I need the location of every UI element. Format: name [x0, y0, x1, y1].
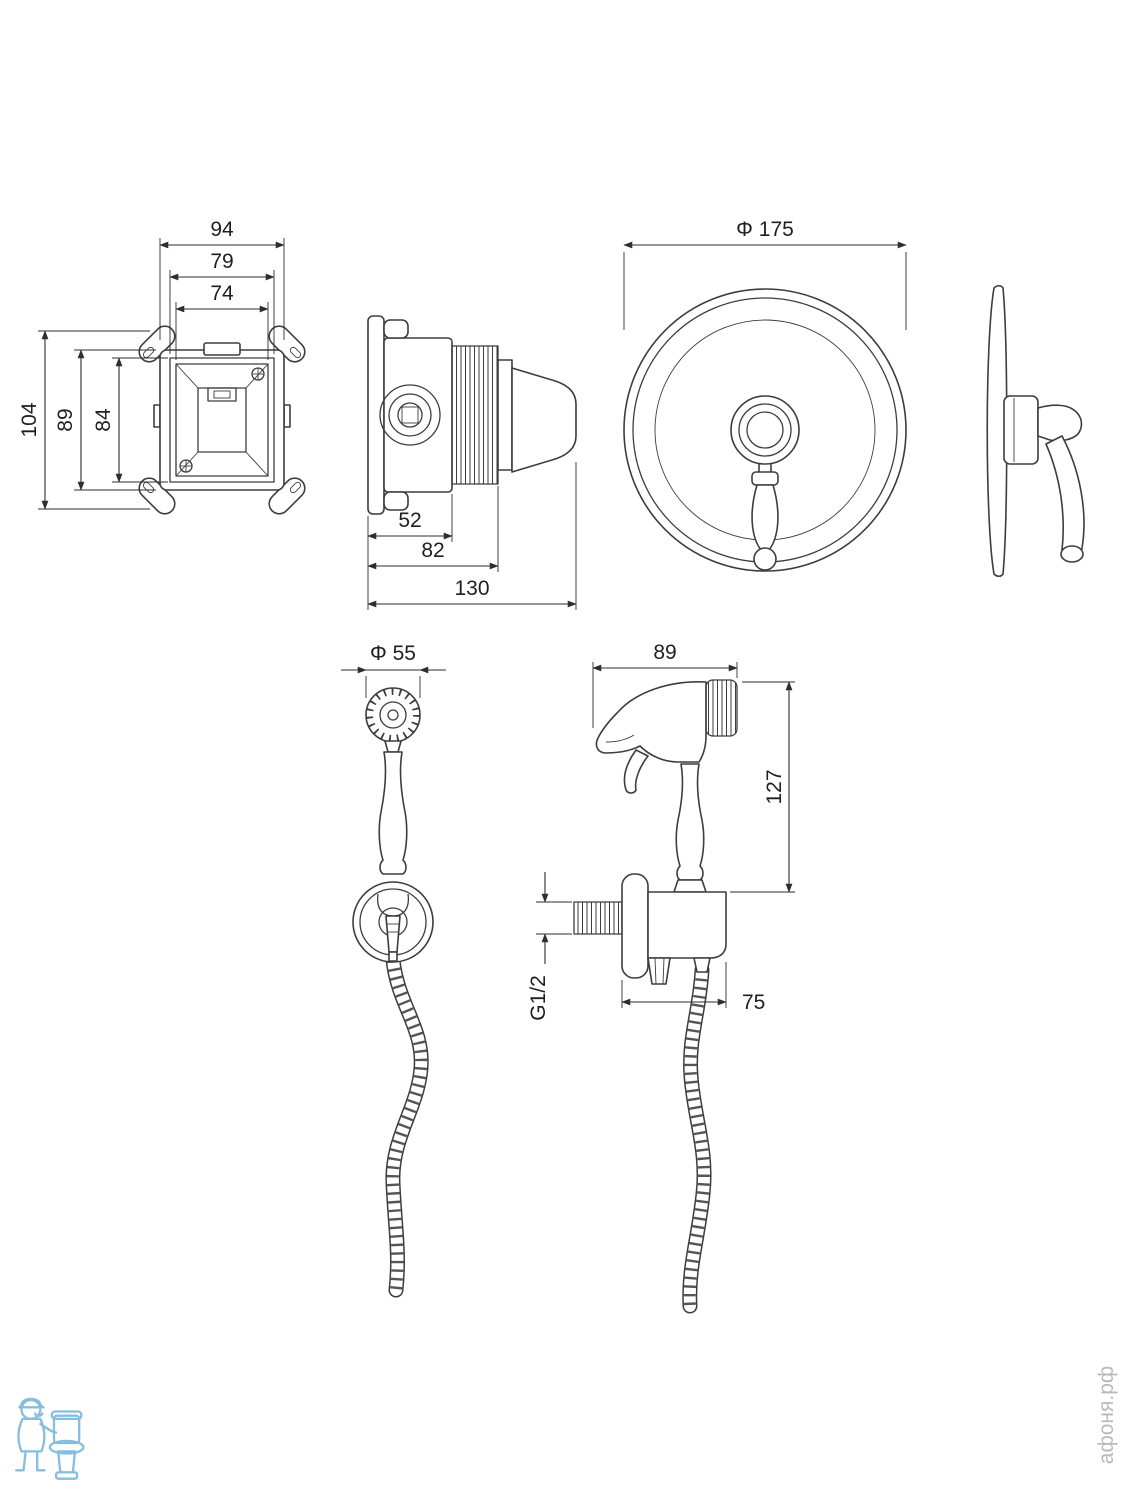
protection-cap: [511, 367, 577, 473]
hub-inner: [746, 411, 784, 449]
lever-knob-side: [1060, 545, 1084, 563]
dim-label-127: 127: [763, 769, 786, 804]
dim-label-79: 79: [210, 250, 233, 273]
top-clip: [203, 342, 241, 356]
dim-label-89-handset: 89: [653, 641, 676, 664]
dim-label-89-box: 89: [54, 408, 77, 431]
wall-flange: [621, 873, 649, 979]
dim-89-box: 89: [54, 349, 156, 491]
dim-79: 79: [169, 250, 275, 354]
handset-front-view: Φ 55: [341, 642, 446, 1298]
trim-plate-side-view: [986, 284, 1085, 578]
hub-outer: [730, 395, 800, 465]
knurled-cap: [705, 679, 738, 737]
lever-grip: [751, 484, 779, 551]
side-notch-left: [153, 404, 161, 428]
dim-label-175: Φ 175: [736, 218, 794, 241]
handset-handle-front: [378, 751, 408, 875]
lever-knob: [753, 547, 777, 571]
threaded-collar: [451, 345, 499, 485]
frame-inner: [175, 363, 269, 477]
hose-outlet: [693, 957, 711, 973]
collar-ring: [497, 359, 513, 471]
spray-head-inner: [379, 701, 407, 729]
hose-tail: [388, 951, 398, 962]
watermark-text: афоня.рф: [1095, 1366, 1118, 1464]
shower-hose-right: [682, 962, 712, 1314]
lever-arm-side: [1037, 404, 1083, 442]
trigger-lever: [623, 749, 649, 794]
box-side-view: 52 82 130: [367, 315, 577, 610]
dim-label-74: 74: [210, 282, 234, 305]
shower-hose-left: [385, 952, 429, 1298]
frame-outer: [169, 357, 275, 483]
supply-nipple: [573, 901, 623, 935]
dim-74: 74: [175, 282, 269, 360]
handset-handle-side: [675, 763, 705, 881]
dim-127: 127: [730, 681, 795, 893]
dim-g12: G1/2: [527, 872, 572, 1021]
dim-82: 82: [367, 486, 499, 572]
trim-plate-front-view: Φ 175: [623, 218, 907, 572]
plate-profile: [986, 284, 1008, 578]
spray-head-center: [387, 709, 399, 721]
lever-collar: [751, 471, 779, 486]
dim-75: 75: [621, 962, 765, 1014]
dim-84: 84: [92, 357, 168, 483]
hose-cone-nut: [385, 915, 401, 953]
dim-175: Φ 175: [623, 218, 907, 330]
hub-side: [1003, 395, 1039, 465]
side-notch-right: [283, 404, 291, 428]
dim-label-94: 94: [210, 218, 234, 241]
swivel-nut: [647, 957, 671, 985]
handle-cone: [673, 879, 707, 893]
dim-label-130: 130: [454, 577, 489, 600]
dim-label-75: 75: [742, 991, 765, 1014]
plumber-mascot-logo: [15, 1397, 85, 1480]
dim-label-52: 52: [398, 509, 421, 532]
dim-label-g12: G1/2: [527, 975, 550, 1021]
nozzle-detail: [605, 734, 635, 743]
screw-marks: [179, 367, 265, 473]
swivel-facet-1: [654, 957, 657, 985]
ear-bottom-side: [383, 491, 409, 511]
dim-94: 94: [159, 218, 285, 340]
dim-104: 104: [18, 330, 150, 510]
dim-label-84: 84: [92, 408, 115, 432]
spray-head-side: [595, 681, 707, 763]
spray-head-knurl: [366, 688, 420, 742]
side-port: [379, 384, 441, 446]
ear-top-side: [383, 319, 409, 339]
dim-label-82: 82: [421, 539, 444, 562]
bracket-body: [647, 891, 727, 959]
dim-89-handset: 89: [592, 641, 738, 728]
dim-label-104: 104: [18, 402, 41, 437]
handset-side-view: 89 127 G1/2 75: [527, 641, 795, 1314]
head-neck: [384, 740, 402, 753]
box-body: [159, 349, 285, 491]
bevel-lines: [175, 363, 269, 477]
clip-window-inner: [213, 390, 231, 399]
box-front-view: 94 79 74 104 89: [18, 218, 306, 515]
dim-55: Φ 55: [341, 642, 446, 698]
dim-130: 130: [367, 462, 577, 610]
swivel-facet-2: [662, 957, 665, 985]
lever-grip-side: [1045, 435, 1085, 559]
hub-mid: [738, 403, 792, 457]
flange-plate: [367, 315, 385, 515]
dim-label-55: Φ 55: [370, 642, 416, 665]
clip-window: [207, 387, 237, 402]
mounting-ears: [138, 325, 306, 515]
